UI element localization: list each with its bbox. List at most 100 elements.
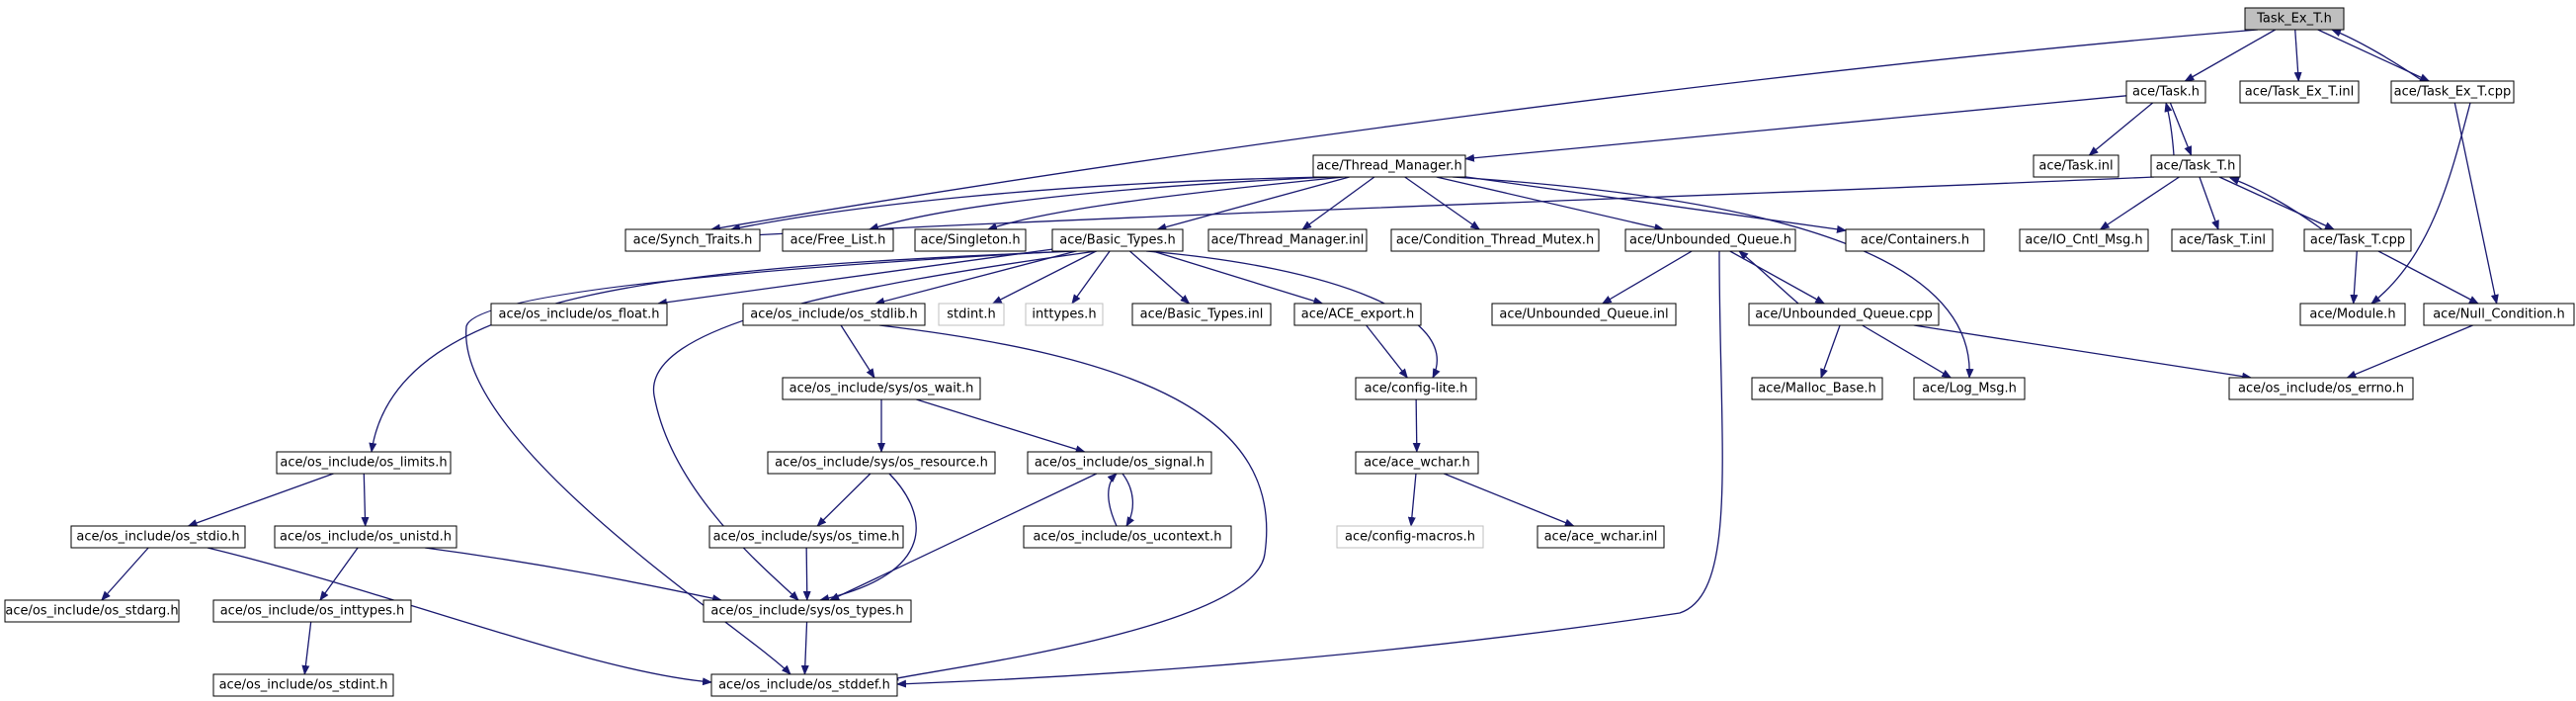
node-os-errno-h[interactable]: ace/os_include/os_errno.h — [2228, 377, 2414, 400]
edge-line — [1071, 250, 1111, 305]
node-condition-thread-mutex-h[interactable]: ace/Condition_Thread_Mutex.h — [1390, 228, 1600, 252]
node-box — [4, 599, 180, 623]
node-os-wait-h[interactable]: ace/os_include/sys/os_wait.h — [782, 377, 981, 400]
node-malloc-base-h[interactable]: ace/Malloc_Base.h — [1751, 377, 1883, 400]
node-os-stddef-h[interactable]: ace/os_include/os_stddef.h — [710, 673, 898, 697]
edge-line — [2293, 29, 2302, 82]
node-unbounded-queue-inl[interactable]: ace/Unbounded_Queue.inl — [1491, 303, 1677, 326]
node-ace-wchar-h[interactable]: ace/ace_wchar.h — [1355, 451, 1479, 475]
node-basic-types-h[interactable]: ace/Basic_Types.h — [1051, 228, 1184, 252]
edge-line — [2346, 324, 2473, 379]
node-os-signal-h[interactable]: ace/os_include/os_signal.h — [1027, 451, 1212, 475]
node-os-float-h[interactable]: ace/os_include/os_float.h — [490, 303, 668, 326]
node-label: ace/Module.h — [2309, 307, 2395, 322]
node-task-ex-t-h[interactable]: Task_Ex_T.h — [2244, 7, 2345, 31]
node-label: ace/Synch_Traits.h — [633, 233, 753, 248]
node-thread-manager-h[interactable]: ace/Thread_Manager.h — [1312, 154, 1466, 178]
node-box — [2423, 303, 2575, 326]
node-task-ex-t-inl[interactable]: ace/Task_Ex_T.inl — [2239, 80, 2360, 104]
node-box — [490, 303, 668, 326]
node-module-h[interactable]: ace/Module.h — [2299, 303, 2406, 326]
edge-curve — [369, 250, 1078, 453]
edge-curve — [652, 250, 1098, 601]
node-os-resource-h[interactable]: ace/os_include/sys/os_resource.h — [767, 451, 996, 475]
node-label: ace/Task.h — [2132, 85, 2200, 100]
node-unbounded-queue-cpp[interactable]: ace/Unbounded_Queue.cpp — [1748, 303, 1940, 326]
edge-task-t-h-to-io-cntl-msg-h — [2099, 176, 2180, 230]
node-os-limits-h[interactable]: ace/os_include/os_limits.h — [276, 451, 452, 475]
node-box — [1845, 228, 1985, 252]
node-os-unistd-h[interactable]: ace/os_include/os_unistd.h — [274, 525, 457, 549]
edge-line — [1913, 324, 2253, 381]
edge-line — [187, 473, 334, 527]
edge-basic-types-h-to-stdint-h — [991, 250, 1097, 305]
node-box — [703, 599, 912, 623]
node-log-msg-h[interactable]: ace/Log_Msg.h — [1913, 377, 2026, 400]
node-os-ucontext-h[interactable]: ace/os_include/os_ucontext.h — [1023, 525, 1232, 549]
node-task-t-h[interactable]: ace/Task_T.h — [2150, 154, 2241, 178]
edge-layer — [101, 29, 2499, 688]
node-box — [1312, 154, 1466, 178]
edge-basic-types-h-to-os-stdlib-h — [874, 250, 1077, 306]
node-box — [1355, 377, 1477, 400]
node-box — [2244, 7, 2345, 31]
node-box — [1051, 228, 1184, 252]
node-label: ace/os_include/os_unistd.h — [280, 530, 452, 545]
edge-curve — [869, 176, 1335, 231]
node-os-inttypes-h[interactable]: ace/os_include/os_inttypes.h — [212, 599, 412, 623]
edge-os-unistd-h-to-os-inttypes-h — [319, 547, 359, 601]
node-task-t-cpp[interactable]: ace/Task_T.cpp — [2303, 228, 2412, 252]
edge-unbounded-queue-cpp-to-os-errno-h — [1913, 324, 2253, 381]
node-os-stdarg-h[interactable]: ace/os_include/os_stdarg.h — [4, 599, 180, 623]
node-os-stdio-h[interactable]: ace/os_include/os_stdio.h — [70, 525, 246, 549]
node-os-types-h[interactable]: ace/os_include/sys/os_types.h — [703, 599, 912, 623]
edge-curve — [987, 176, 1345, 230]
edge-thread-manager-h-to-singleton-h — [987, 176, 1345, 230]
node-basic-types-inl[interactable]: ace/Basic_Types.inl — [1131, 303, 1272, 326]
edge-line — [1436, 176, 1665, 231]
node-task-t-inl[interactable]: ace/Task_T.inl — [2171, 228, 2274, 252]
node-os-time-h[interactable]: ace/os_include/sys/os_time.h — [708, 525, 904, 549]
edge-curve — [2229, 177, 2323, 230]
node-synch-traits-h[interactable]: ace/Synch_Traits.h — [624, 228, 761, 252]
node-free-list-h[interactable]: ace/Free_List.h — [782, 228, 894, 252]
node-task-inl[interactable]: ace/Task.inl — [2033, 154, 2119, 178]
edge-task-t-cpp-to-module-h — [2350, 250, 2359, 305]
node-unbounded-queue-h[interactable]: ace/Unbounded_Queue.h — [1624, 228, 1796, 252]
edge-ace-export-h-to-config-lite-h — [1366, 324, 1408, 379]
edge-thread-manager-h-to-synch-traits-h — [730, 176, 1325, 232]
node-label: ace/Containers.h — [1861, 233, 1969, 248]
node-os-stdint-h[interactable]: ace/os_include/os_stdint.h — [212, 673, 394, 697]
edge-task-ex-t-cpp-to-null-condition-h — [2453, 102, 2499, 305]
node-os-stdlib-h[interactable]: ace/os_include/os_stdlib.h — [742, 303, 926, 326]
node-io-cntl-msg-h[interactable]: ace/IO_Cntl_Msg.h — [2019, 228, 2149, 252]
node-box — [2019, 228, 2149, 252]
edge-curve — [750, 176, 2155, 239]
edge-line — [2099, 176, 2180, 230]
node-singleton-h[interactable]: ace/Singleton.h — [914, 228, 1027, 252]
node-label: ace/Malloc_Base.h — [1758, 382, 1876, 396]
node-task-ex-t-cpp[interactable]: ace/Task_Ex_T.cpp — [2390, 80, 2515, 104]
node-null-condition-h[interactable]: ace/Null_Condition.h — [2423, 303, 2575, 326]
edge-line — [1129, 250, 1191, 305]
edge-line — [1301, 176, 1375, 230]
node-thread-manager-inl[interactable]: ace/Thread_Manager.inl — [1207, 228, 1368, 252]
node-label: ace/os_include/os_inttypes.h — [220, 604, 405, 619]
edge-basic-types-h-to-os-stddef-h — [465, 250, 1068, 675]
node-ace-export-h[interactable]: ace/ACE_export.h — [1293, 303, 1422, 326]
edge-task-ex-t-cpp-to-module-h — [2370, 102, 2471, 305]
edge-unbounded-queue-h-to-unbounded-queue-inl — [1601, 250, 1693, 305]
node-box — [1207, 228, 1368, 252]
edge-task-ex-t-h-to-synch-traits-h — [710, 29, 2259, 232]
node-box — [1913, 377, 2026, 400]
node-box — [70, 525, 246, 549]
edge-ace-wchar-h-to-config-macros-h — [1407, 473, 1417, 527]
node-ace-wchar-inl[interactable]: ace/ace_wchar.inl — [1537, 525, 1665, 549]
edge-os-time-h-to-os-types-h — [802, 547, 811, 601]
node-label: ace/Thread_Manager.inl — [1211, 233, 1365, 248]
node-config-lite-h[interactable]: ace/config-lite.h — [1355, 377, 1477, 400]
edge-os-stdlib-h-to-os-wait-h — [840, 324, 875, 379]
node-containers-h[interactable]: ace/Containers.h — [1845, 228, 1985, 252]
node-task-h[interactable]: ace/Task.h — [2125, 80, 2206, 104]
edge-thread-manager-h-to-free-list-h — [869, 176, 1335, 231]
